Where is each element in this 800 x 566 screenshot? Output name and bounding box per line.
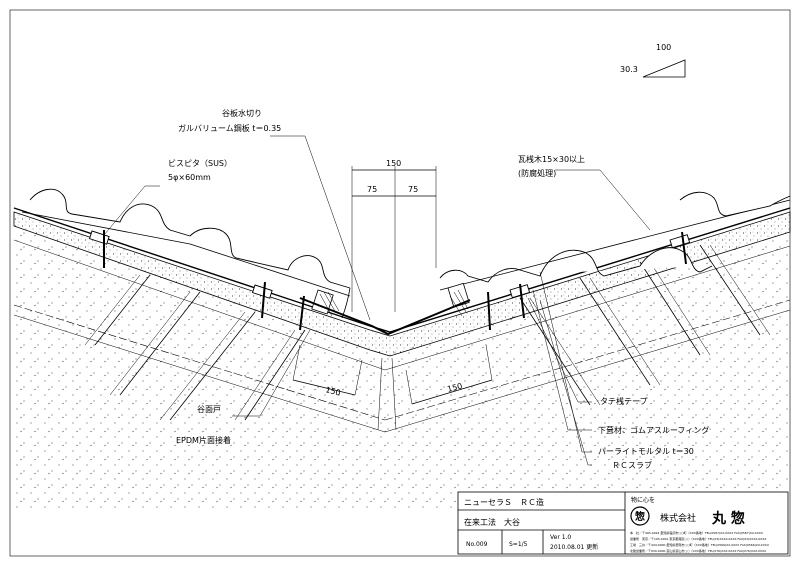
- title-scale: S=1/5: [509, 541, 528, 548]
- title-block: ニューセラＳ ＲＣ造 在来工法 大谷 No.009 S=1/5 Ver 1.0 …: [457, 491, 789, 555]
- label-underlay: 下葺材：ゴムアスルーフィング: [598, 425, 709, 435]
- address-line-2: 営業所 東京／〒105-0001 東京都港区○○（XXX番地）TEL(03)XX…: [630, 536, 766, 541]
- title-method: 在来工法 大谷: [464, 517, 520, 527]
- dim-top-right: 75: [408, 185, 418, 194]
- label-valley-flashing-material: ガルバリューム鋼板 t＝0.35: [178, 123, 281, 133]
- label-screw-size: 5φ×60mm: [168, 173, 211, 182]
- label-rc-slab: ＲＣスラブ: [612, 460, 652, 470]
- company-name: 丸 惣: [711, 510, 745, 527]
- label-valley-flashing: 谷板水切り: [222, 108, 262, 118]
- title-date: 2010.08.01 更新: [550, 543, 598, 551]
- address-line-4: 北陸営業所／〒930-0000 富山県富山市○○（XXX番地）TEL(076)X…: [630, 548, 766, 553]
- label-vertical-batten-tape: タテ桟テープ: [600, 396, 648, 406]
- top-dimension: 150 75 75: [351, 159, 437, 312]
- title-number: No.009: [466, 541, 488, 548]
- address-line-3: 工場 三州／〒444-0000 愛知県碧南市○○町（XXX番地）TEL(0566…: [630, 542, 769, 547]
- label-batten-treatment: (防腐処理): [518, 168, 556, 178]
- label-valley-face-material: EPDM片面接着: [176, 435, 231, 445]
- slope-rise: 30.3: [620, 65, 638, 74]
- right-tiles: [439, 191, 791, 317]
- address-line-1: 本 社／〒495-0024 愛知県稲沢市○○町（XXX番地）TEL(0587)X…: [630, 530, 763, 535]
- dim-top-total: 150: [386, 159, 401, 168]
- slope-run: 100: [656, 43, 671, 52]
- bottom-right-dimension: 150: [405, 344, 493, 405]
- label-batten: 瓦桟木15×30以上: [518, 154, 585, 164]
- dim-bottom-left: 150: [325, 385, 342, 397]
- bottom-left-dimension: 150: [292, 344, 363, 398]
- title-product: ニューセラＳ ＲＣ造: [464, 497, 544, 507]
- dim-top-left: 75: [367, 185, 377, 194]
- company-kabushiki: 株式会社: [660, 512, 696, 524]
- label-perlite: パーライトモルタル t＝30: [598, 447, 694, 456]
- company-logo: [630, 506, 650, 526]
- label-valley-face: 谷面戸: [197, 405, 221, 414]
- slope-indicator: 100 30.3: [620, 43, 686, 78]
- valley-flashing: [299, 297, 471, 336]
- title-version: Ver 1.0: [550, 534, 571, 541]
- dim-bottom-right: 150: [446, 382, 463, 394]
- rc-slab: [13, 226, 791, 510]
- screws: [103, 230, 687, 331]
- company-slogan: 物に心を: [631, 496, 655, 504]
- company-logo-char: 惣: [635, 510, 645, 523]
- leader-lines: [103, 135, 651, 466]
- label-screw: ビスピタ（SUS）: [168, 159, 232, 168]
